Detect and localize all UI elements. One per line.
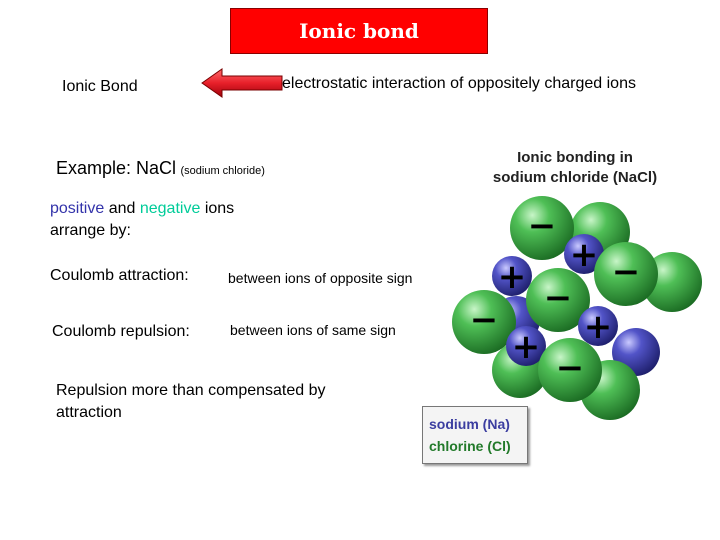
positive-sign: + xyxy=(512,327,541,367)
diagram-legend: sodium (Na) chlorine (Cl) xyxy=(422,406,528,464)
chlorine-ion: − xyxy=(594,242,658,306)
negative-sign: − xyxy=(528,206,557,246)
example-line: Example: NaCl (sodium chloride) xyxy=(56,158,265,179)
negative-sign: − xyxy=(544,278,573,318)
front-layer: − + + − − − + + xyxy=(452,196,658,402)
conclusion-line-1: Repulsion more than compensated by xyxy=(56,382,326,399)
arrangement-text: positive and negative ions arrange by: xyxy=(50,198,234,242)
coulomb-repulsion-detail: between ions of same sign xyxy=(230,322,396,338)
coulomb-attraction-detail: between ions of opposite sign xyxy=(228,270,413,286)
positive-sign: + xyxy=(584,307,613,347)
sodium-ion: + xyxy=(564,234,604,275)
coulomb-attraction-label: Coulomb attraction: xyxy=(50,267,189,284)
and-word: and xyxy=(108,200,136,217)
legend-sodium: sodium (Na) xyxy=(429,416,510,432)
chlorine-ion: − xyxy=(510,196,574,260)
negative-sign: − xyxy=(470,300,499,340)
conclusion-line-2: attraction xyxy=(56,404,122,421)
negative-word: negative xyxy=(139,200,201,217)
positive-sign: + xyxy=(570,235,599,275)
diagram-title-line-1: Ionic bonding in xyxy=(517,149,633,166)
diagram-title-line-2: sodium chloride (NaCl) xyxy=(492,169,658,186)
positive-word: positive xyxy=(50,200,105,217)
page-title: Ionic bond xyxy=(299,19,419,43)
example-detail: (sodium chloride) xyxy=(180,165,265,177)
coulomb-repulsion-label: Coulomb repulsion: xyxy=(52,323,190,340)
title-banner: Ionic bond xyxy=(230,8,488,54)
ions-word: ions xyxy=(204,200,235,217)
sodium-ion: + xyxy=(506,326,546,367)
negative-sign: − xyxy=(612,252,641,292)
ionic-bond-term: Ionic Bond xyxy=(62,78,138,95)
example-label: Example: NaCl xyxy=(56,158,177,178)
chlorine-ion: − xyxy=(452,290,516,354)
conclusion-text: Repulsion more than compensated by attra… xyxy=(56,380,326,424)
ionic-bond-definition: electrostatic interaction of oppositely … xyxy=(282,75,636,92)
arrange-by-text: arrange by: xyxy=(50,222,131,239)
nacl-lattice-diagram: − + + − − − + + xyxy=(452,196,702,420)
diagram-title: Ionic bonding in sodium chloride (NaCl) xyxy=(470,148,680,188)
chlorine-ion: − xyxy=(538,338,602,402)
sodium-ion: + xyxy=(578,306,618,347)
chlorine-ion: − xyxy=(526,268,590,332)
left-arrow-icon xyxy=(201,68,283,98)
negative-sign: − xyxy=(556,348,585,388)
legend-chlorine: chlorine (Cl) xyxy=(429,438,511,454)
positive-sign: + xyxy=(498,257,527,297)
sodium-ion: + xyxy=(492,256,532,297)
